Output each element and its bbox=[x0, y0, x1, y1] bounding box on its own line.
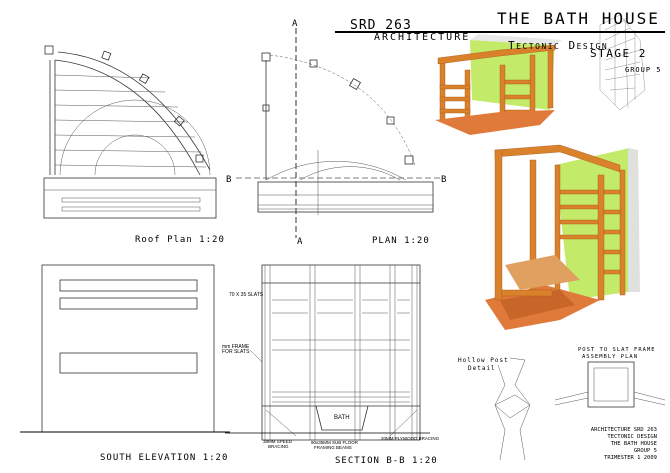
plan-label: PLAN 1:20 bbox=[372, 236, 430, 246]
hollow-post-label-2: Detail bbox=[468, 365, 496, 372]
sheet-title: THE BATH HOUSE bbox=[497, 9, 660, 28]
assembly-label-1: Post to slat frame bbox=[578, 347, 656, 353]
section-marker-b-left: B bbox=[226, 175, 231, 185]
title-block-line-1: ARCHITECTURE SRD 263 bbox=[591, 427, 657, 433]
concept-sketch bbox=[599, 14, 646, 111]
annotation-bracing-2: BRACING bbox=[268, 444, 289, 449]
section-b-b: BATH 70 X 35 SLATS mm FRAME FOR SLATS 38… bbox=[222, 264, 440, 466]
annotation-frame-2: FOR SLATS bbox=[222, 349, 250, 355]
subtitle: Tectonic Design bbox=[508, 39, 608, 52]
annotation-bracing-1: 38MM SPEED bbox=[263, 439, 293, 444]
title-block-line-2: TECTONIC DESIGN bbox=[607, 434, 657, 440]
roof-plan-label: Roof Plan 1:20 bbox=[135, 235, 225, 245]
group: Group 5 bbox=[625, 66, 662, 74]
hollow-post-label-1: Hollow Post bbox=[458, 357, 509, 364]
render-perspective-large bbox=[485, 144, 640, 330]
section-marker-b-right: B bbox=[441, 175, 446, 185]
assembly-label-2: assembly plan bbox=[582, 354, 638, 360]
render-perspective-top bbox=[435, 34, 562, 135]
annotation-slats: 70 X 35 SLATS bbox=[229, 292, 264, 298]
plan: A A B B PLAN 1:20 bbox=[226, 19, 446, 247]
title-block: ARCHITECTURE SRD 263 TECTONIC DESIGN THE… bbox=[591, 427, 657, 461]
department: Architecture bbox=[374, 32, 470, 43]
title-block-line-4: GROUP 5 bbox=[634, 448, 657, 454]
bath-label: BATH bbox=[334, 415, 350, 421]
annotation-frame-1: mm FRAME bbox=[222, 344, 250, 350]
roof-plan: Roof Plan 1:20 bbox=[43, 45, 225, 245]
section-label: SECTION B-B 1:20 bbox=[335, 456, 438, 466]
post-slat-assembly-plan: Post to slat frame assembly plan bbox=[554, 347, 666, 408]
course-code: SRD 263 bbox=[350, 18, 412, 33]
annotation-beams-2: FRAMING BEAMS bbox=[314, 445, 352, 450]
south-elevation-label: SOUTH ELEVATION 1:20 bbox=[100, 453, 228, 463]
section-marker-a-bottom: A bbox=[297, 237, 303, 247]
hollow-post-detail: Hollow Post Detail bbox=[458, 357, 531, 461]
header: SRD 263 Architecture THE BATH HOUSE Tect… bbox=[335, 9, 665, 111]
south-elevation: SOUTH ELEVATION 1:20 bbox=[20, 264, 230, 463]
title-block-line-5: TRIMESTER 1 2009 bbox=[604, 455, 657, 461]
title-block-line-3: THE BATH HOUSE bbox=[611, 441, 657, 447]
stage: Stage 2 bbox=[590, 47, 647, 60]
annotation-beams-1: 90x35MM SUB FLOOR bbox=[311, 440, 359, 445]
annotation-plywood: 20MM PLYWOOD BRACING bbox=[381, 436, 440, 441]
section-marker-a-top: A bbox=[292, 19, 298, 29]
